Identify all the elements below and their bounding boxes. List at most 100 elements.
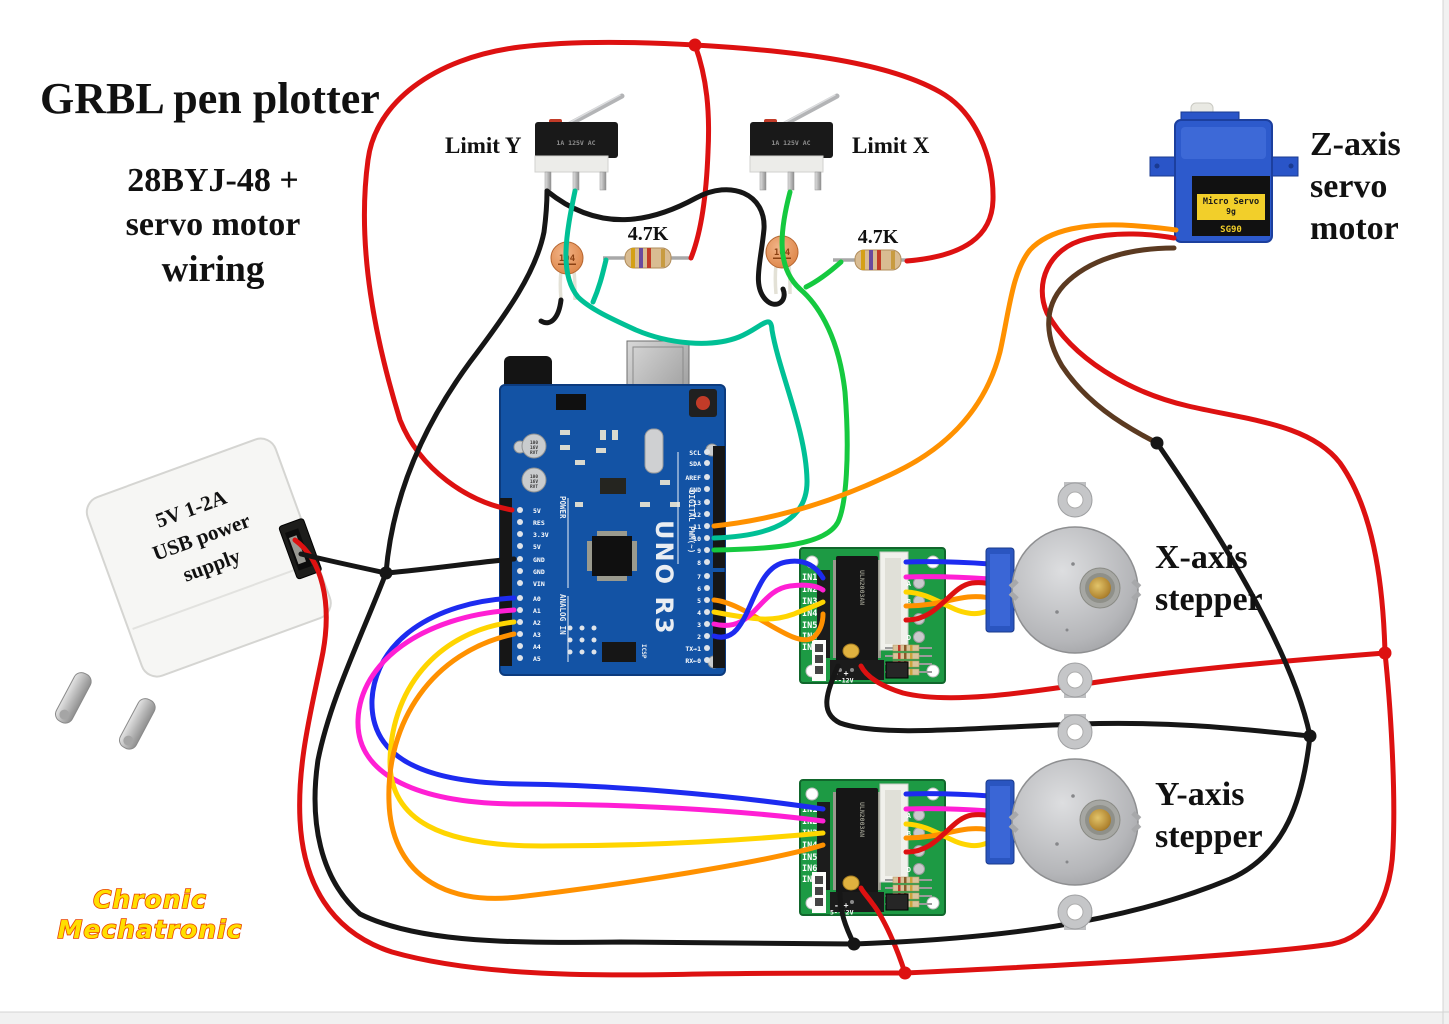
svg-text:11: 11 (693, 523, 701, 531)
svg-text:100: 100 (530, 474, 538, 480)
power-header-socket (500, 498, 512, 590)
wire-limit-x-pullup-branch (803, 259, 844, 290)
usb-power-supply: 5V 1-2A USB power supply (55, 437, 332, 750)
signature-line1: Chronic (93, 885, 207, 914)
subtitle-line2: servo motor (126, 206, 301, 243)
limit-y-label: Limit Y (445, 133, 522, 158)
svg-text:RVT: RVT (530, 450, 538, 456)
junction-5v-right (1378, 646, 1392, 660)
labels-layer: GRBL pen plotter 28BYJ-48 + servo motor … (40, 74, 1401, 945)
analog-header-socket (500, 590, 512, 666)
pad-grid (567, 625, 597, 655)
svg-text:GND: GND (533, 568, 545, 576)
svg-text:10: 10 (693, 535, 701, 543)
servo-label-line3: motor (1310, 210, 1399, 247)
wire-5v-to-x-driver (858, 650, 1388, 701)
motor-wire-yellow (903, 589, 993, 617)
wire-a2-in3 (387, 619, 826, 849)
smd-ic (600, 478, 626, 494)
svg-text:3.3V: 3.3V (533, 531, 549, 539)
motor-wire-blue (903, 791, 993, 799)
icsp-header (602, 642, 636, 662)
svg-text:A0: A0 (533, 595, 541, 603)
svg-text:4: 4 (697, 609, 701, 617)
usb-tongue (288, 535, 307, 565)
pullup-x-value: 4.7K (858, 226, 899, 248)
x-stepper-label-line2: stepper (1155, 581, 1263, 618)
svg-text:A3: A3 (533, 631, 541, 639)
servo-flange (1270, 156, 1299, 177)
x-stepper-label-line1: X-axis (1155, 539, 1248, 576)
svg-text:RVT: RVT (530, 484, 538, 490)
junction-gnd-left (379, 566, 393, 580)
plug-pin (119, 698, 156, 750)
flange-hole (1288, 163, 1294, 169)
wiring-layer (292, 39, 1397, 978)
servo-label-line2: servo (1310, 168, 1387, 205)
y-stepper-label-line1: Y-axis (1155, 776, 1244, 813)
flange-hole (1154, 163, 1160, 169)
mcu-pins (597, 531, 627, 536)
left-pin-labels: 5V RES 3.3V 5V GND GND VIN (533, 507, 549, 588)
wire-5v-to-y-driver (858, 885, 908, 976)
svg-text:SDA: SDA (689, 460, 701, 468)
y-motor-braid (903, 791, 993, 855)
analog-header-label: ANALOG IN (558, 594, 567, 635)
digital-header-socket-bottom (713, 572, 725, 668)
svg-text:A2: A2 (533, 619, 541, 627)
voltage-regulator (556, 394, 586, 410)
junction-gnd-bottom (847, 937, 861, 951)
wire-cap-y-gnd (538, 297, 564, 326)
electrolytic-capacitor: 100 16V RVT (521, 433, 547, 459)
wire-psu-gnd (298, 551, 389, 576)
wire-d2-in1 (711, 558, 826, 640)
sticker-line1: Micro Servo (1203, 196, 1259, 207)
photo-edge-right (1443, 0, 1449, 1024)
svg-text:A4: A4 (533, 643, 541, 651)
svg-text:GND: GND (689, 486, 701, 494)
svg-text:A1: A1 (533, 607, 541, 615)
page-title: GRBL pen plotter (40, 74, 380, 123)
svg-text:5V: 5V (533, 507, 541, 515)
subtitle-line1: 28BYJ-48 + (127, 162, 298, 199)
wire-limit-y-signal (563, 188, 810, 541)
svg-text:100: 100 (530, 440, 538, 446)
junction-dots (379, 38, 1392, 980)
svg-text:SCL: SCL (689, 449, 701, 457)
mcu-pins (597, 576, 627, 581)
svg-text:GND: GND (533, 556, 545, 564)
mcu-pins (632, 541, 637, 571)
svg-text:VIN: VIN (533, 580, 545, 588)
svg-text:2: 2 (697, 633, 701, 641)
svg-text:9: 9 (697, 547, 701, 555)
crystal-oscillator (644, 428, 664, 474)
sticker-model: SG90 (1220, 225, 1242, 235)
wire-psu-5v-rail (292, 537, 1397, 978)
mcu-chip (592, 536, 632, 576)
svg-text:RES: RES (533, 519, 545, 527)
svg-text:16V: 16V (530, 445, 538, 451)
black-wires (298, 187, 1313, 947)
svg-text:12: 12 (693, 511, 701, 519)
motor-wire-orange (903, 594, 993, 609)
psu-seam (132, 562, 314, 630)
wire-gnd-to-arduino (383, 556, 517, 576)
svg-text:5: 5 (697, 597, 701, 605)
wire-servo-signal (711, 222, 1179, 529)
junction-5v-bottom (898, 966, 912, 980)
subtitle-line3: wiring (162, 249, 265, 290)
board-model: UNO R3 (650, 520, 678, 636)
junction-gnd-right (1303, 729, 1317, 743)
wire-a0-in1 (369, 595, 826, 812)
wire-x-driver-gnd (824, 663, 1313, 739)
svg-text:A5: A5 (533, 655, 541, 663)
wire-limit-y-pullup-branch (590, 257, 609, 305)
svg-text:5V: 5V (533, 543, 541, 551)
electrolytic-capacitor: 100 16V RVT (521, 467, 547, 493)
limit-x-label: Limit X (852, 133, 930, 158)
wire-gnd-to-servo-brown (1154, 440, 1313, 739)
motor-wire-red (903, 580, 993, 623)
